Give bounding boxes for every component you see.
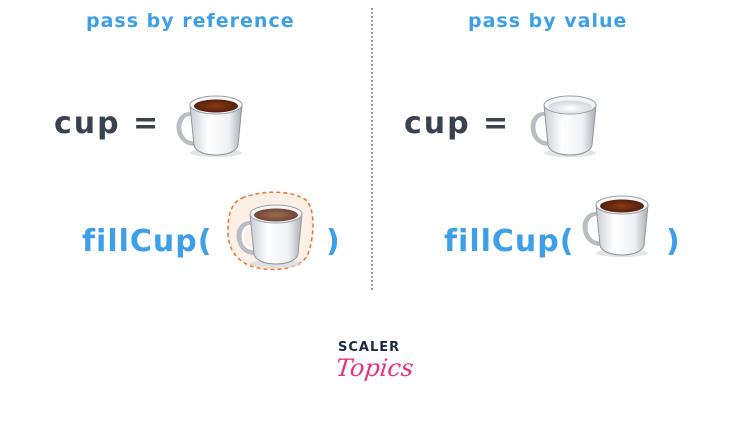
right-fillcup-call: fillCup( — [444, 224, 575, 259]
left-fillcup-close-paren: ) — [326, 224, 341, 259]
logo-wordmark-scaler: SCALER — [338, 340, 401, 355]
coffee-cup-empty-icon — [530, 95, 597, 157]
panel-divider — [371, 8, 373, 290]
logo-wordmark-topics: Topics — [334, 354, 415, 382]
right-cup-assignment: cup = — [404, 106, 511, 141]
coffee-cup-full-icon — [176, 95, 243, 157]
left-cup-assignment: cup = — [54, 106, 161, 141]
left-fillcup-call: fillCup( — [82, 224, 213, 259]
coffee-cup-full-icon — [582, 195, 649, 257]
pass-by-reference-title: pass by reference — [86, 10, 295, 32]
right-fillcup-close-paren: ) — [666, 224, 681, 259]
pass-by-value-title: pass by value — [468, 10, 628, 32]
coffee-cup-highlighted-icon — [227, 191, 314, 271]
scaler-topics-logo: SCALER Topics — [334, 340, 416, 390]
